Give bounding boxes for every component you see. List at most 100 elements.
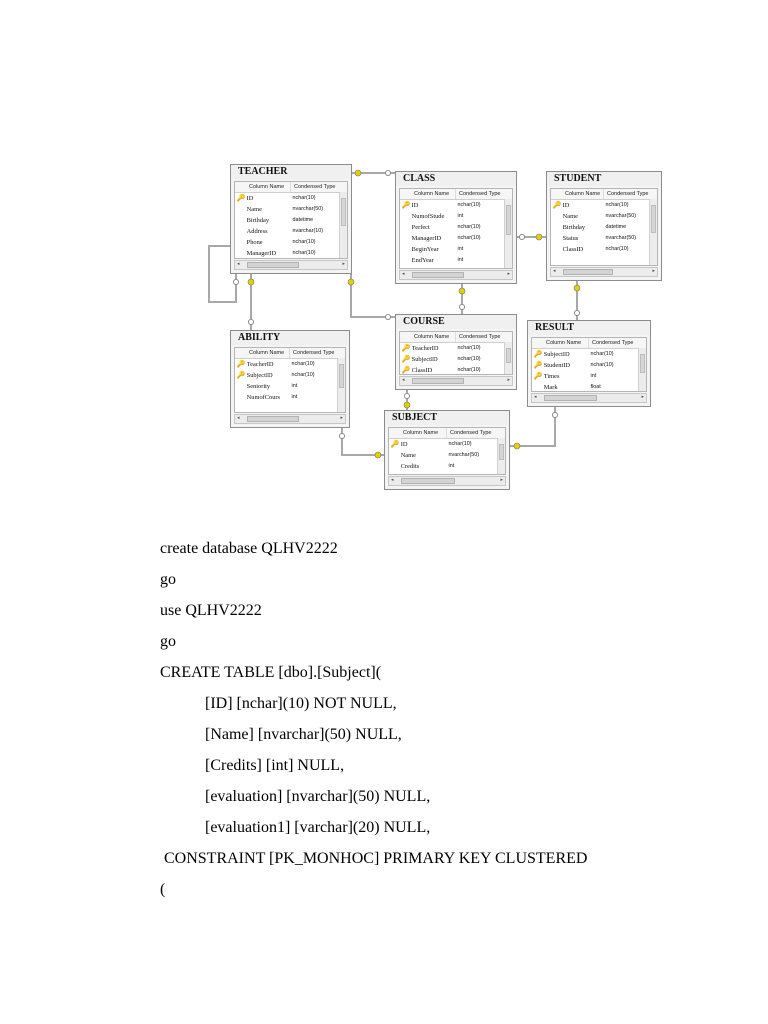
vertical-scrollbar[interactable] (504, 199, 512, 268)
scroll-right-icon[interactable]: ▸ (507, 272, 510, 277)
scroll-left-icon[interactable]: ◂ (402, 272, 405, 277)
column-name: Name (562, 213, 578, 220)
horizontal-scrollbar[interactable]: ◂▸ (550, 267, 658, 277)
horizontal-scrollbar[interactable]: ◂▸ (388, 476, 506, 486)
horizontal-scrollbar[interactable]: ◂▸ (531, 393, 647, 403)
horizontal-scrollbar[interactable]: ◂▸ (234, 260, 348, 270)
scroll-left-icon[interactable]: ◂ (553, 269, 556, 274)
scroll-left-icon[interactable]: ◂ (534, 395, 537, 400)
column-type: nchar(10) (605, 202, 629, 208)
column-name: Birthday (246, 217, 270, 224)
scroll-left-icon[interactable]: ◂ (237, 262, 240, 267)
column-type: int (457, 246, 464, 252)
scroll-thumb[interactable] (506, 205, 511, 235)
code-line: ( (160, 881, 166, 898)
vertical-scrollbar[interactable] (339, 192, 347, 258)
scroll-thumb[interactable] (544, 395, 598, 401)
scroll-thumb[interactable] (341, 198, 346, 227)
vertical-scrollbar[interactable] (497, 438, 505, 474)
scroll-thumb[interactable] (401, 478, 456, 484)
column-name: Mark (543, 384, 558, 391)
key-icon: 🔑 (401, 366, 411, 374)
key-end-marker (535, 233, 543, 241)
vertical-scrollbar[interactable] (337, 358, 345, 412)
code-line: CREATE TABLE [dbo].[Subject]( (160, 664, 382, 681)
relationship-lines (208, 169, 581, 459)
key-end-marker (374, 451, 382, 459)
horizontal-scrollbar[interactable]: ◂▸ (399, 270, 513, 280)
scroll-thumb[interactable] (506, 348, 511, 363)
scroll-right-icon[interactable]: ▸ (342, 262, 345, 267)
column-name: ManagerID (411, 235, 442, 242)
scroll-thumb[interactable] (412, 378, 465, 384)
column-name-header: Column Name (400, 332, 456, 342)
scroll-thumb[interactable] (412, 272, 465, 278)
column-type: float (590, 384, 601, 390)
scroll-left-icon[interactable]: ◂ (391, 478, 394, 483)
scroll-thumb[interactable] (247, 416, 299, 422)
horizontal-scrollbar[interactable]: ◂▸ (399, 376, 513, 386)
scroll-thumb[interactable] (640, 354, 645, 374)
vertical-scrollbar[interactable] (649, 199, 657, 265)
scroll-right-icon[interactable]: ▸ (500, 478, 503, 483)
scroll-thumb[interactable] (339, 364, 344, 388)
scroll-thumb[interactable] (563, 269, 613, 275)
scroll-right-icon[interactable]: ▸ (507, 378, 510, 383)
column-row[interactable]: Mark float (532, 382, 646, 391)
column-type: int (291, 394, 298, 400)
code-line: [evaluation1] [varchar](20) NULL, (205, 819, 431, 836)
vertical-scrollbar[interactable] (638, 348, 646, 391)
scroll-right-icon[interactable]: ▸ (652, 269, 655, 274)
scroll-thumb[interactable] (651, 205, 656, 234)
horizontal-scrollbar[interactable]: ◂▸ (234, 414, 346, 424)
scroll-right-icon[interactable]: ▸ (340, 416, 343, 421)
row-spacer (551, 244, 563, 255)
scroll-thumb[interactable] (499, 444, 504, 461)
scroll-left-icon[interactable]: ◂ (402, 378, 405, 383)
scroll-left-icon[interactable]: ◂ (237, 416, 240, 421)
vertical-scrollbar[interactable] (504, 342, 512, 374)
scroll-right-icon[interactable]: ▸ (641, 395, 644, 400)
scroll-thumb[interactable] (247, 262, 300, 268)
table-title: SUBJECT (385, 411, 509, 425)
